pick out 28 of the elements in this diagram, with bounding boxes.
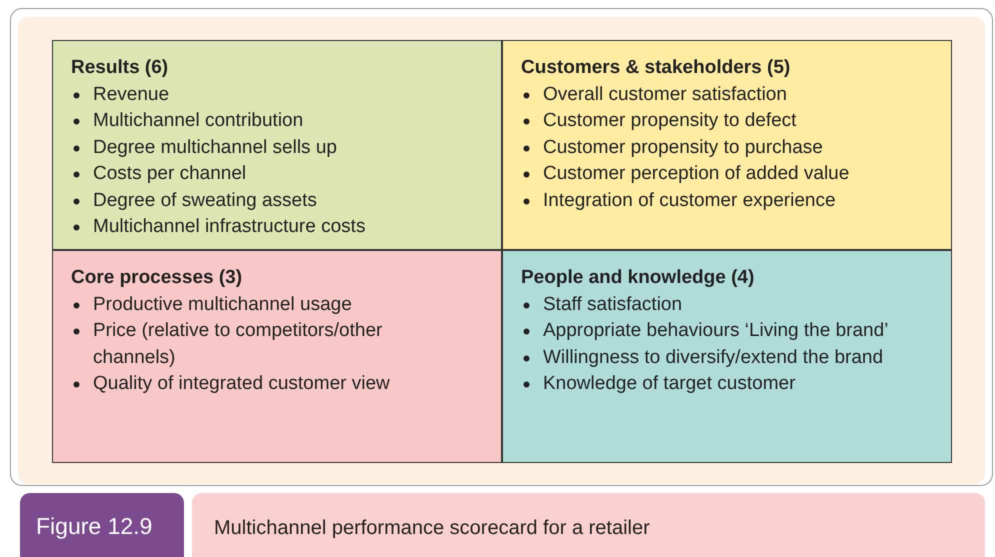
bullet-item: Price (relative to competitors/other channels) [93, 320, 382, 368]
bullet-item: Customer propensity to defect [543, 110, 796, 131]
bullet-item: Quality of integrated customer view [93, 373, 390, 394]
bullet-item: Willingness to diversify/extend the brand [543, 346, 884, 368]
processes-quadrant [52, 250, 502, 463]
bullet-item: Knowledge of target customer [543, 373, 796, 394]
bullet-item: Revenue [93, 84, 170, 104]
bullet-item: Appropriate behaviours ‘Living the brand’ [543, 320, 888, 341]
customers-quadrant [502, 40, 952, 250]
bullet-item: Multichannel contribution [93, 110, 304, 131]
figure-tab: Figure 12.9 [20, 493, 184, 557]
quadrant-heading: People and knowledge (4) [521, 266, 756, 290]
results-quadrant [52, 40, 502, 250]
bullet-item: Customer propensity to purchase [543, 136, 823, 158]
bullet-item: Staff satisfaction [543, 294, 682, 314]
quadrant-heading: Results (6) [71, 56, 170, 80]
bullet-item: Overall customer satisfaction [543, 84, 787, 104]
bullet-item: Degree of sweating assets [93, 190, 317, 210]
bullet-item: Productive multichannel usage [93, 294, 352, 314]
bullet-item: Costs per channel [93, 163, 246, 184]
bullet-item: Multichannel infrastructure costs [93, 216, 366, 237]
quadrant-heading: Customers & stakeholders (5) [521, 56, 792, 80]
caption-bar: Multichannel performance scorecard for a retailer [192, 493, 985, 557]
bullet-item: Degree multichannel sells up [93, 136, 337, 158]
people-quadrant [502, 250, 952, 463]
bullet-item: Customer perception of added value [543, 163, 850, 184]
bullet-item: Integration of customer experience [543, 190, 836, 210]
quadrant-heading: Core processes (3) [71, 266, 244, 290]
